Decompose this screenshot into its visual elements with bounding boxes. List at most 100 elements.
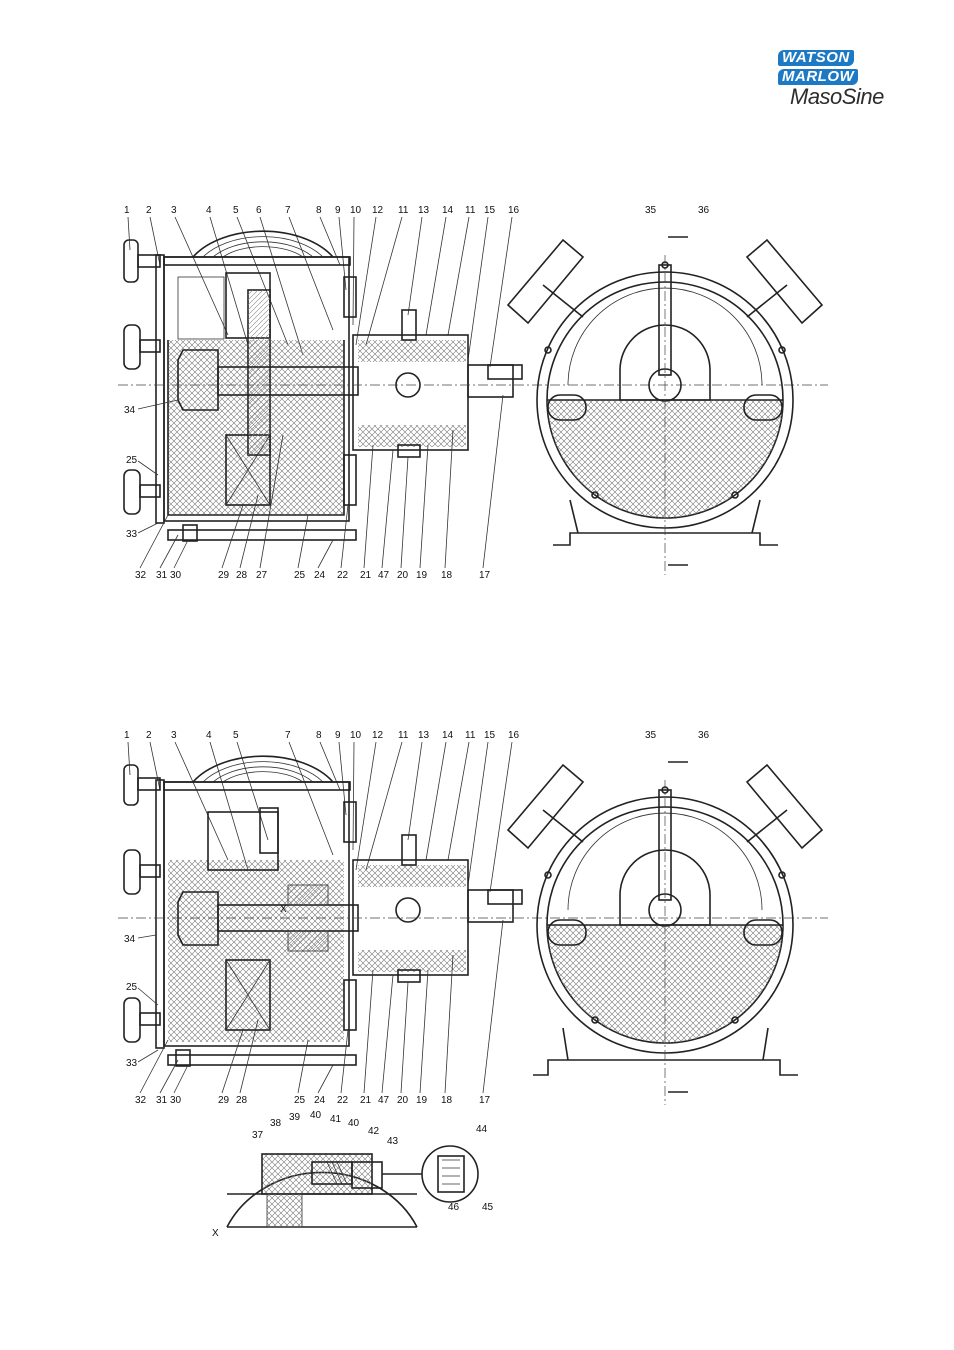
part-label: 43	[387, 1136, 399, 1147]
part-label: 4	[206, 730, 212, 741]
part-label: 11	[398, 205, 409, 216]
part-label: 16	[508, 205, 520, 216]
pump-drawing-top: 1 2 3 4 5 6 7 8 9 10 12 11 13 14 11 15 1…	[108, 195, 848, 595]
part-label: 31	[156, 1095, 168, 1106]
part-label: 47	[378, 1095, 390, 1106]
part-label: 12	[372, 730, 384, 741]
part-label: 34	[124, 934, 136, 945]
part-label: 13	[418, 205, 430, 216]
part-label: 17	[479, 570, 491, 581]
part-label: 24	[314, 570, 326, 581]
end-view-bottom	[506, 761, 824, 1105]
logo-line-watson: WATSON	[778, 50, 854, 66]
top-label-row: 1 2 3 4 5 7 8 9 10 12 11 13 14 11 15 16 …	[124, 730, 710, 741]
part-label: 28	[236, 570, 248, 581]
pump-drawing-bottom: 1 2 3 4 5 7 8 9 10 12 11 13 14 11 15 16 …	[108, 720, 848, 1120]
part-label: 30	[170, 570, 182, 581]
end-view-top	[506, 236, 824, 575]
part-label: 15	[484, 730, 496, 741]
part-label: 10	[350, 205, 362, 216]
part-label: 17	[479, 1095, 491, 1106]
part-label: 14	[442, 205, 454, 216]
part-label: 44	[476, 1124, 488, 1135]
bottom-label-row: 32 31 30 29 28 27 25 24 22 21 47 20 19 1…	[135, 570, 491, 581]
part-label: 15	[484, 205, 496, 216]
part-label: 35	[645, 730, 657, 741]
part-label: 40	[310, 1110, 322, 1121]
part-label: 20	[397, 570, 409, 581]
part-label: 35	[645, 205, 657, 216]
part-label: 31	[156, 570, 168, 581]
part-label: 11	[465, 205, 476, 216]
part-label: 47	[378, 570, 390, 581]
part-label: 2	[146, 730, 152, 741]
part-label: 5	[233, 730, 239, 741]
bottom-label-row: 32 31 30 29 28 25 24 22 21 47 20 19 18 1…	[135, 1095, 491, 1106]
part-label: 29	[218, 570, 230, 581]
part-label: 3	[171, 730, 177, 741]
part-label: 20	[397, 1095, 409, 1106]
part-label: 25	[294, 570, 306, 581]
part-label: 22	[337, 570, 349, 581]
part-label: 13	[418, 730, 430, 741]
part-label: 10	[350, 730, 362, 741]
logo-line-marlow: MARLOW	[778, 69, 859, 85]
part-label: 36	[698, 730, 710, 741]
section-mark-x: X	[280, 904, 287, 915]
part-label: 25	[294, 1095, 306, 1106]
part-label: 29	[218, 1095, 230, 1106]
part-label: 12	[372, 205, 384, 216]
base-rail	[167, 1054, 357, 1066]
part-label: 4	[206, 205, 212, 216]
part-label: 6	[256, 205, 262, 216]
part-label: 22	[337, 1095, 349, 1106]
part-label: 8	[316, 205, 322, 216]
part-label: 32	[135, 1095, 147, 1106]
part-label: 39	[289, 1112, 301, 1123]
part-label: 14	[442, 730, 454, 741]
part-label: 24	[314, 1095, 326, 1106]
part-label: 18	[441, 570, 453, 581]
part-label: 32	[135, 570, 147, 581]
part-label: 41	[330, 1114, 342, 1125]
watson-marlow-logo: WATSON MARLOW MasoSine	[778, 48, 900, 110]
front-knobs	[123, 239, 161, 515]
part-label: 9	[335, 205, 341, 216]
drive-shaft	[217, 366, 359, 396]
part-label: 40	[348, 1118, 360, 1129]
seal-detail-x: 37 38 39 40 41 40 42 43 44 46 45 X	[212, 1102, 512, 1242]
part-label: 7	[285, 730, 291, 741]
detail-labels: 37 38 39 40 41 40 42 43 44 46 45	[252, 1110, 494, 1213]
part-label: 16	[508, 730, 520, 741]
part-label: 11	[398, 730, 409, 741]
part-label: 45	[482, 1202, 494, 1213]
part-label: 34	[124, 405, 136, 416]
part-label: 8	[316, 730, 322, 741]
part-label: 7	[285, 205, 291, 216]
part-label: 30	[170, 1095, 182, 1106]
part-label: 5	[233, 205, 239, 216]
part-label: 1	[124, 205, 130, 216]
part-label: 3	[171, 205, 177, 216]
part-label: 38	[270, 1118, 282, 1129]
part-label: 2	[146, 205, 152, 216]
section-mark-x: X	[212, 1228, 219, 1239]
part-label: 19	[416, 570, 428, 581]
part-label: 11	[465, 730, 476, 741]
part-label: 1	[124, 730, 130, 741]
part-label: 33	[126, 1058, 138, 1069]
part-label: 42	[368, 1126, 380, 1137]
part-label: 27	[256, 570, 268, 581]
part-label: 18	[441, 1095, 453, 1106]
part-label: 46	[448, 1202, 460, 1213]
part-label: 37	[252, 1130, 264, 1141]
part-label: 36	[698, 205, 710, 216]
part-label: 25	[126, 455, 138, 466]
logo-line-masosine: MasoSine	[790, 84, 884, 109]
base-rail	[167, 529, 357, 541]
part-label: 21	[360, 1095, 372, 1106]
part-label: 21	[360, 570, 372, 581]
part-label: 25	[126, 982, 138, 993]
part-label: 19	[416, 1095, 428, 1106]
front-knobs	[123, 764, 161, 1043]
